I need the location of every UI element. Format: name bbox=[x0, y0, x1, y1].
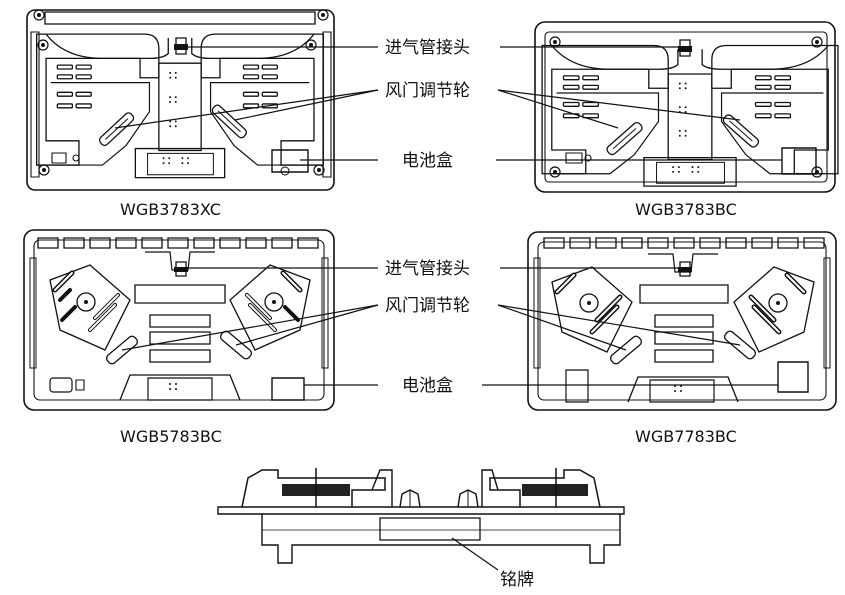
leader-lines bbox=[115, 47, 782, 570]
model-text: WGB3783XC WGB3783BC WGB5783BC WGB7783BC bbox=[120, 200, 737, 446]
model-d-drawing bbox=[528, 232, 836, 410]
side-view-drawing bbox=[218, 468, 624, 563]
model-b-drawing bbox=[535, 22, 838, 192]
model-b-label: WGB3783BC bbox=[635, 200, 737, 219]
label-inlet-mid: 进气管接头 bbox=[385, 259, 470, 279]
model-d-label: WGB7783BC bbox=[635, 427, 737, 446]
model-c-drawing bbox=[24, 230, 334, 410]
model-c-label: WGB5783BC bbox=[120, 427, 222, 446]
label-damper-mid: 风门调节轮 bbox=[385, 296, 470, 316]
model-a-drawing bbox=[27, 10, 334, 190]
label-battery-top: 电池盒 bbox=[402, 151, 453, 171]
model-a-label: WGB3783XC bbox=[120, 200, 221, 219]
label-text: 进气管接头 风门调节轮 电池盒 进气管接头 风门调节轮 电池盒 铭牌 bbox=[385, 38, 534, 590]
label-battery-mid: 电池盒 bbox=[402, 376, 453, 396]
label-damper-top: 风门调节轮 bbox=[385, 81, 470, 101]
label-inlet-top: 进气管接头 bbox=[385, 38, 470, 58]
label-nameplate: 铭牌 bbox=[500, 570, 534, 590]
